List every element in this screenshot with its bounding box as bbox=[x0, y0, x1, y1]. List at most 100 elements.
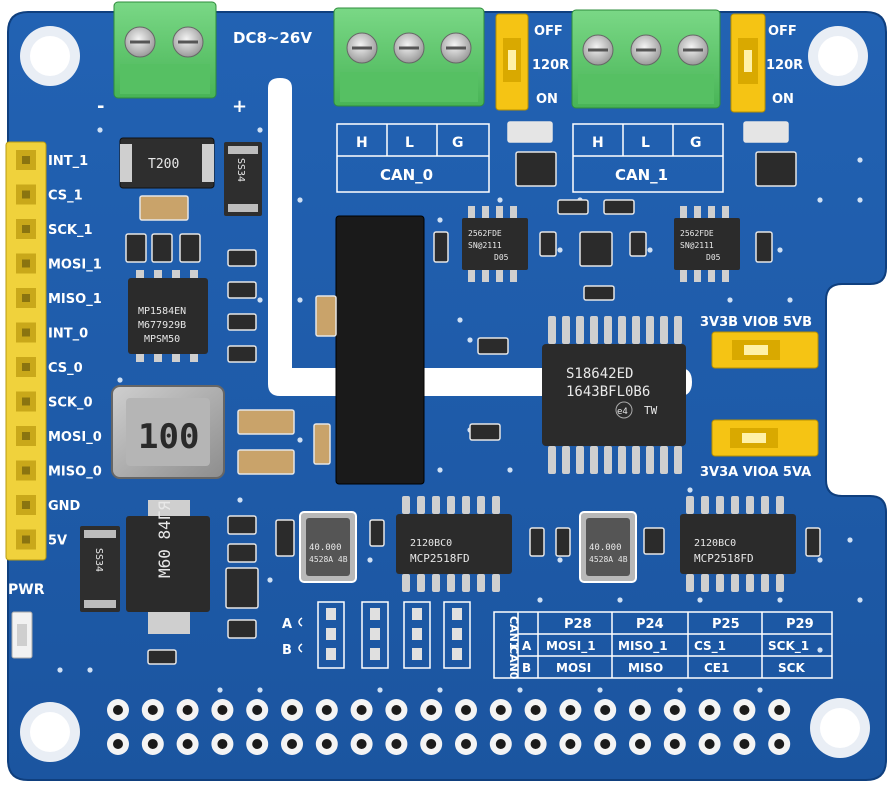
can1-h-label: H bbox=[592, 135, 604, 151]
ab-b-label: B bbox=[282, 643, 292, 658]
diode-ss34-bottom: SS34 bbox=[80, 526, 120, 612]
crystal-left-line-1: 40.000 bbox=[309, 543, 342, 553]
table-col-header: P25 bbox=[712, 617, 740, 632]
table-cell-b: CE1 bbox=[704, 661, 729, 675]
isolator-ic: S18642ED 1643BFL0B6 e4 TW bbox=[542, 316, 686, 474]
can0-termination-jumper bbox=[495, 13, 529, 111]
signal-header-labels: INT_1CS_1SCK_1MOSI_1MISO_1INT_0CS_0SCK_0… bbox=[48, 154, 102, 549]
crystal-left: 40.000 4528A 4B bbox=[299, 511, 357, 583]
isolator-badge: e4 bbox=[617, 407, 628, 417]
tja-right-line-2: SN@2111 bbox=[680, 241, 714, 250]
crystal-right-line-2: 4528A 4B bbox=[589, 555, 628, 564]
table-col-header: P28 bbox=[564, 617, 592, 632]
can1-jumper-off-label: OFF bbox=[768, 24, 797, 39]
can0-label: CAN_0 bbox=[380, 166, 433, 184]
ab-solder-jumpers bbox=[317, 601, 471, 669]
tja-left-line-2: SN@2111 bbox=[468, 241, 502, 250]
table-col-header: P29 bbox=[786, 617, 814, 632]
can-controller-right: 2120BC0 MCP2518FD bbox=[680, 496, 796, 592]
header-label: CS_1 bbox=[48, 189, 83, 204]
crystal-right-line-1: 40.000 bbox=[589, 543, 622, 553]
can1-terminal-block bbox=[571, 9, 721, 109]
crystal-left-line-2: 4528A 4B bbox=[309, 555, 348, 564]
can1-jumper-120r-label: 120R bbox=[766, 58, 803, 73]
table-cell-b: SCK bbox=[778, 661, 805, 675]
tja-right-line-1: 2562FDE bbox=[680, 229, 714, 238]
power-input-label: DC8~26V bbox=[233, 29, 312, 47]
header-label: GND bbox=[48, 499, 81, 514]
inductor-label: 100 bbox=[138, 417, 199, 457]
table-ab-a: A bbox=[522, 639, 532, 653]
header-label: MOSI_0 bbox=[48, 430, 102, 445]
mosfet-label: M60 84ГЯ bbox=[155, 501, 174, 578]
header-label: 5V bbox=[48, 534, 67, 549]
transistor-label: T200 bbox=[148, 157, 179, 172]
regulator-line-2: M677929B bbox=[138, 320, 186, 331]
crystal-right: 40.000 4528A 4B bbox=[579, 511, 637, 583]
header-label: SCK_1 bbox=[48, 223, 93, 238]
pin-mapping-table bbox=[493, 611, 833, 679]
tja-left-line-1: 2562FDE bbox=[468, 229, 502, 238]
can1-jumper-on-label: ON bbox=[772, 92, 794, 107]
mounting-holes bbox=[20, 26, 870, 762]
header-label: INT_0 bbox=[48, 327, 88, 342]
table-ab-b: B bbox=[522, 661, 531, 675]
can1-termination-jumper bbox=[730, 13, 766, 113]
isolator-line-2: 1643BFL0B6 bbox=[566, 384, 650, 400]
can-controller-left: 2120BC0 MCP2518FD bbox=[396, 496, 512, 592]
table-cell-a: MOSI_1 bbox=[546, 639, 596, 654]
raspberry-pi-stack-connector bbox=[335, 215, 425, 485]
tja-left-line-3: D05 bbox=[494, 253, 509, 262]
table-cell-a: CS_1 bbox=[694, 639, 726, 654]
diode-ss34-top: SS34 bbox=[224, 142, 262, 216]
table-cell-b: MOSI bbox=[556, 661, 591, 675]
can1-label: CAN_1 bbox=[615, 166, 668, 184]
tja-right-line-3: D05 bbox=[706, 253, 721, 262]
power-minus-label: - bbox=[97, 96, 104, 117]
transistor-t200: T200 bbox=[119, 137, 215, 189]
gpio-40-pin-header bbox=[107, 699, 791, 755]
can0-g-label: G bbox=[452, 135, 464, 151]
table-col-header: P24 bbox=[636, 617, 664, 632]
header-label: MISO_0 bbox=[48, 465, 102, 480]
can-transceiver-right: 2562FDE SN@2111 D05 bbox=[674, 206, 740, 282]
header-label: MOSI_1 bbox=[48, 258, 102, 273]
table-row-head-can1: CAN1 bbox=[507, 616, 520, 649]
isolator-line-3: TW bbox=[644, 404, 658, 417]
can-transceiver-left: 2562FDE SN@2111 D05 bbox=[462, 206, 528, 282]
pwr-label: PWR bbox=[8, 582, 45, 598]
regulator-line-3: MPSM50 bbox=[144, 334, 180, 345]
mcp-left-line-2: MCP2518FD bbox=[410, 552, 470, 565]
diode-top-label: SS34 bbox=[235, 158, 246, 182]
table-cell-a: MISO_1 bbox=[618, 639, 668, 654]
can0-terminal-block bbox=[333, 7, 485, 107]
power-mosfet: M60 84ГЯ bbox=[126, 500, 210, 634]
can0-jumper-120r-label: 120R bbox=[532, 58, 569, 73]
inductor-100: 100 bbox=[111, 385, 225, 479]
ab-a-label: A bbox=[282, 617, 292, 632]
header-label: MISO_1 bbox=[48, 292, 102, 307]
header-label: CS_0 bbox=[48, 361, 83, 376]
signal-pin-header bbox=[5, 141, 47, 561]
pwr-led bbox=[11, 611, 33, 659]
voltage-b-jumper bbox=[711, 331, 819, 369]
power-terminal-block bbox=[113, 1, 217, 99]
mcp-right-line-2: MCP2518FD bbox=[694, 552, 754, 565]
table-cell-a: SCK_1 bbox=[768, 639, 809, 654]
voltage-b-label: 3V3B VIOB 5VB bbox=[700, 315, 812, 330]
regulator-line-1: MP1584EN bbox=[138, 306, 186, 317]
mcp-left-line-1: 2120BC0 bbox=[410, 538, 452, 549]
diode-bottom-label: SS34 bbox=[93, 548, 104, 572]
voltage-a-label: 3V3A VIOA 5VA bbox=[700, 465, 811, 480]
smd-passives bbox=[125, 121, 821, 665]
regulator-mp1584: MP1584EN M677929B MPSM50 bbox=[128, 270, 208, 362]
power-plus-label: + bbox=[232, 96, 247, 117]
table-cell-b: MISO bbox=[628, 661, 663, 675]
can1-l-label: L bbox=[641, 135, 650, 151]
mcp-right-line-1: 2120BC0 bbox=[694, 538, 736, 549]
table-row-head-can0: CAN0 bbox=[507, 646, 520, 680]
can0-jumper-on-label: ON bbox=[536, 92, 558, 107]
